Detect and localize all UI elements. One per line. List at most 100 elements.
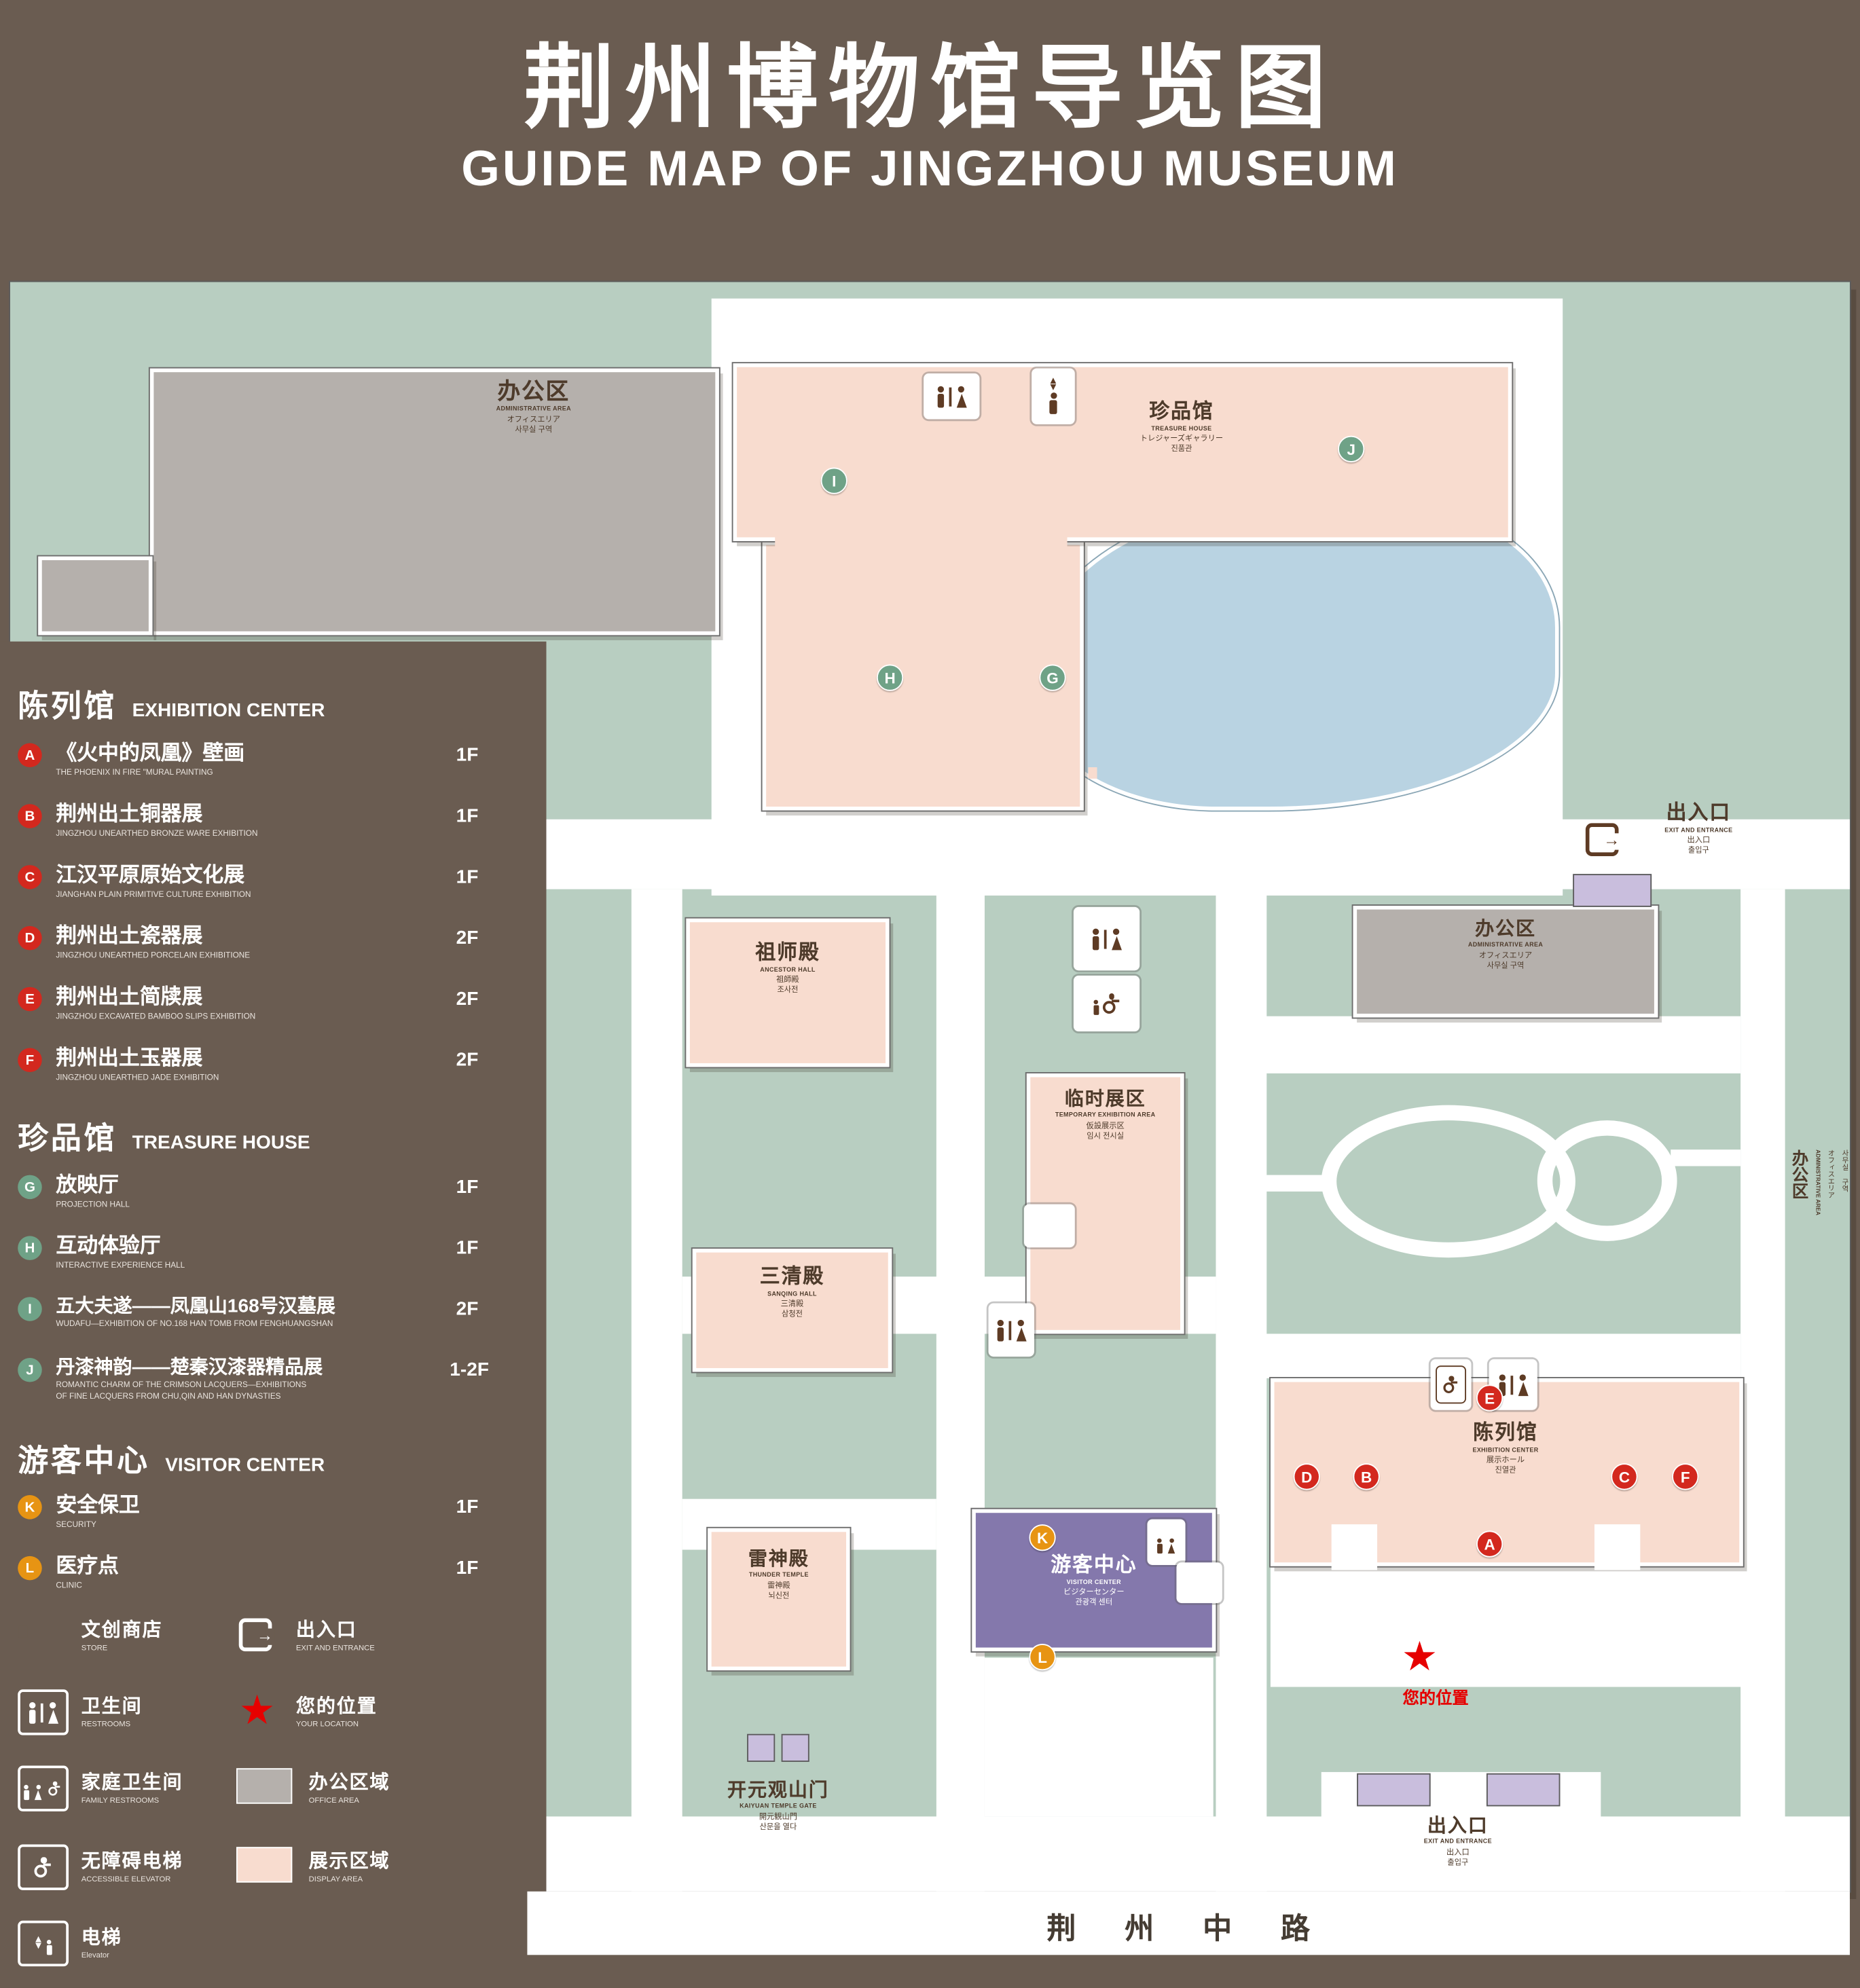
accessible-elevator-icon — [1430, 1359, 1472, 1410]
legend-item-H: H 互动体验厅 INTERACTIVE EXPERIENCE HALL 1F — [18, 1235, 526, 1291]
accessible-elevator-icon — [18, 1844, 69, 1890]
thunder-temple-label: 雷神殿 THUNDER TEMPLE 雷神殿 뇌신전 — [748, 1548, 809, 1600]
page-subtitle: GUIDE MAP OF JINGZHOU MUSEUM — [461, 142, 1399, 197]
legend-item-F: F 荆州出土玉器展 JINGZHOU UNEARTHED JADE EXHIBI… — [18, 1047, 526, 1103]
legend-item-B: B 荆州出土铜器展 JINGZHOU UNEARTHED BRONZE WARE… — [18, 803, 526, 858]
temporary-exhibition-label: 临时展区 TEMPORARY EXHIBITION AREA 仮設展示区 임시 … — [1055, 1088, 1156, 1141]
exit-top-right-label: 出入口 EXIT AND ENTRANCE 出入口 출입구 — [1664, 803, 1733, 855]
office-area-swatch — [236, 1768, 293, 1804]
plaza-exhibition-south — [1270, 1566, 1743, 1687]
legend-symbol-accessible-elevator: 无障碍电梯 ACCESSIBLE ELEVATOR — [81, 1850, 183, 1884]
store-icon — [1023, 1204, 1075, 1248]
elevator-icon — [18, 1920, 69, 1967]
legend-item-E: E 荆州出土简牍展 JINGZHOU EXCAVATED BAMBOO SLIP… — [18, 986, 526, 1042]
legend-item-A: A 《火中的凤凰》壁画 THE PHOENIX IN FIRE "MURAL P… — [18, 742, 526, 798]
marker-A: A — [18, 743, 42, 768]
admin-building-middle — [1351, 904, 1660, 1019]
exit-bottom-pad-1 — [1357, 1773, 1431, 1807]
store-icon — [1176, 1562, 1222, 1604]
road-vertical-2 — [936, 889, 985, 1892]
legend-symbol-family-restrooms: 家庭卫生间 FAMILY RESTROOMS — [81, 1771, 183, 1805]
marker-I: I — [820, 467, 847, 494]
marker-B: B — [1353, 1463, 1380, 1490]
marker-A: A — [1476, 1530, 1503, 1558]
exhibition-center-notch-2 — [1594, 1524, 1641, 1570]
restroom-icon — [18, 1689, 69, 1735]
treasure-house-label: 珍品馆 TREASURE HOUSE トレジャーズギャラリー 진품관 — [1139, 401, 1224, 454]
legend-section-treasure-house: 珍品馆 TREASURE HOUSE — [18, 1122, 310, 1156]
plaza-visitor-bottom — [984, 1657, 1214, 1817]
legend-symbol-elevator: 电梯 Elevator — [81, 1927, 122, 1960]
your-location-label: 您的位置 — [1402, 1688, 1469, 1708]
exhibition-center-label: 陈列馆 EXHIBITION CENTER 展示ホール 진열관 — [1472, 1422, 1539, 1475]
plaza-bottom — [546, 1816, 1850, 1892]
exit-top-right-pad — [1573, 874, 1652, 907]
location-star-icon — [239, 1689, 276, 1730]
gate-pad-1 — [747, 1733, 776, 1762]
elevator-icon — [1032, 368, 1075, 424]
admin-building-topleft — [148, 367, 721, 637]
marker-J: J — [1338, 435, 1365, 463]
store-icon — [18, 1616, 63, 1651]
store-icon — [991, 483, 1032, 515]
treasure-house-wing — [761, 540, 1085, 812]
sanqing-hall-label: 三清殿 SANQING HALL 三清殿 삼청전 — [759, 1266, 825, 1319]
restroom-icon — [924, 373, 980, 420]
restroom-icon — [988, 1303, 1034, 1357]
visitor-center-building — [970, 1507, 1218, 1653]
legend-section-visitor-center: 游客中心 VISITOR CENTER — [18, 1444, 325, 1479]
road-vertical-3 — [1216, 889, 1267, 1892]
treasure-house-join — [775, 528, 1068, 549]
garden-path-stub-east — [1671, 1149, 1741, 1166]
family-restroom-icon — [1073, 975, 1140, 1032]
road-garden-top — [1264, 1016, 1741, 1073]
admin-topleft-label: 办公区 ADMINISTRATIVE AREA オフィスエリア 사무실 구역 — [496, 378, 571, 435]
legend-item-J: J 丹漆神韵——楚秦汉漆器精品展 ROMANTIC CHARM OF THE C… — [18, 1357, 526, 1431]
display-area-swatch — [236, 1847, 293, 1883]
exit-bottom-pad-2 — [1486, 1773, 1561, 1807]
ancestor-hall-label: 祖师殿 ANCESTOR HALL 祖師殿 조사전 — [755, 942, 820, 995]
exit-bottom-label: 出入口 EXIT AND ENTRANCE 出入口 출입구 — [1423, 1815, 1492, 1867]
page-title: 荆州博物馆导览图 — [523, 38, 1337, 140]
legend-symbol-your-location: 您的位置 YOUR LOCATION — [295, 1695, 378, 1729]
store-icon — [1087, 757, 1128, 789]
restroom-icon — [1073, 906, 1140, 971]
exit-icon — [1585, 823, 1622, 856]
sanqing-hall-building — [691, 1247, 894, 1374]
gate-pad-2 — [781, 1733, 809, 1762]
marker-E: E — [1476, 1384, 1503, 1412]
gate-label: 开元观山门 KAIYUAN TEMPLE GATE 開元観山門 산문을 열다 — [727, 1780, 829, 1832]
road-name: 荆 州 中 路 — [1046, 1911, 1330, 1945]
legend-item-C: C 江汉平原原始文化展 JIANGHAN PLAIN PRIMITIVE CUL… — [18, 864, 526, 919]
legend-background — [0, 641, 547, 1988]
legend-symbol-store: 文创商店 STORE — [81, 1619, 163, 1653]
exit-icon — [238, 1618, 275, 1652]
thunder-temple-building — [706, 1526, 852, 1672]
visitor-center-label: 游客中心 VISITOR CENTER ビジターセンター 관광객 센터 — [1051, 1554, 1137, 1607]
legend-section-exhibition-center: 陈列馆 EXHIBITION CENTER — [18, 689, 325, 724]
marker-C: C — [1611, 1463, 1638, 1490]
garden-path-stub-west — [1264, 1175, 1334, 1192]
legend-item-I: I 五大夫遂——凤凰山168号汉墓展 WUDAFU—EXHIBITION OF … — [18, 1295, 526, 1351]
temporary-exhibition-building — [1025, 1072, 1186, 1336]
garden-path-ring-small — [1537, 1120, 1677, 1241]
marker-G: G — [1039, 664, 1066, 691]
road-vertical-4 — [1740, 889, 1785, 1892]
legend-symbol-display-area: 展示区域 DISPLAY AREA — [308, 1850, 390, 1884]
admin-middle-label: 办公区 ADMINISTRATIVE AREA オフィスエリア 사무실 구역 — [1467, 918, 1544, 971]
legend-item-D: D 荆州出土瓷器展 JINGZHOU UNEARTHED PORCELAIN E… — [18, 925, 526, 980]
ancestor-hall-building — [685, 917, 891, 1069]
road-vertical-1 — [631, 889, 682, 1892]
marker-H: H — [876, 664, 904, 691]
your-location-star-icon — [1402, 1636, 1438, 1677]
admin-right-label: 办公区 ADMINISTRATIVE AREA オフィスエリア 사무실 구역 — [1789, 1149, 1848, 1215]
exit-top-right-icon — [1585, 823, 1622, 856]
legend-symbol-restrooms: 卫生间 RESTROOMS — [81, 1695, 143, 1729]
admin-building-topleft-annex — [37, 555, 154, 637]
legend-item-K: K 安全保卫 SECURITY 1F — [18, 1494, 526, 1549]
family-restroom-icon — [18, 1765, 69, 1811]
exhibition-center-notch-1 — [1331, 1524, 1378, 1570]
legend-item-L: L 医疗点 CLINIC 1F — [18, 1555, 526, 1610]
marker-K: K — [1029, 1524, 1056, 1551]
